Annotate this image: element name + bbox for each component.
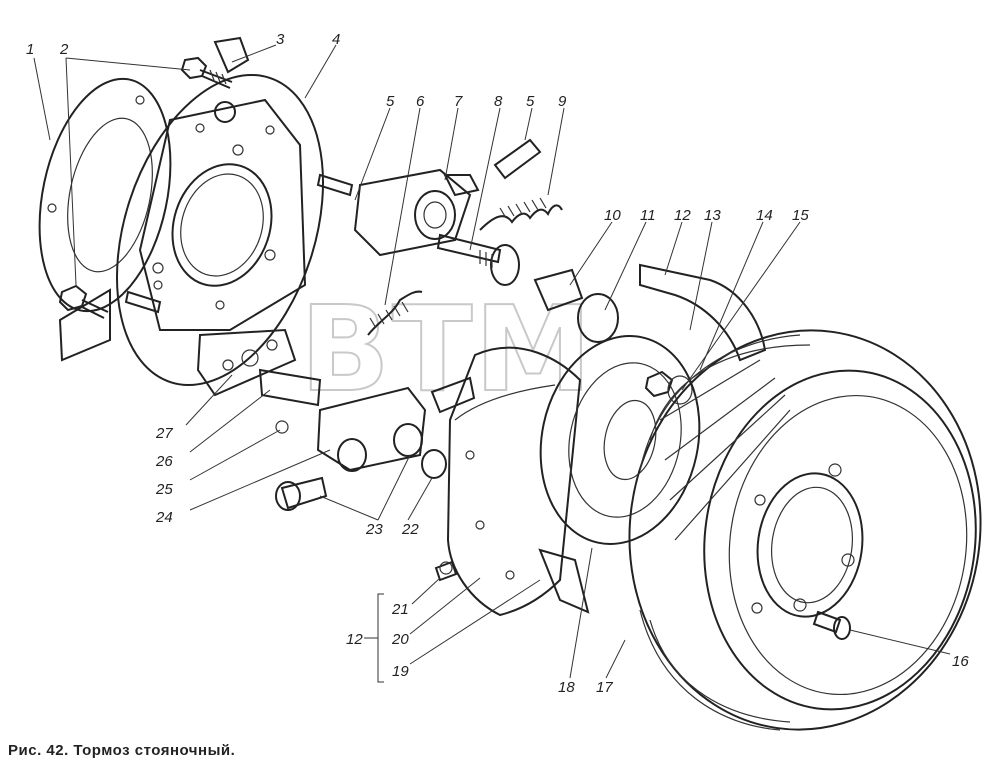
label-15: 15 [792,207,809,224]
label-23: 23 [365,521,383,538]
pin-part [124,173,354,314]
label-27: 27 [155,425,173,442]
part-13-upper-shoe [639,263,767,405]
part-5-key [493,138,542,180]
part-8-adjusting-screw [436,233,520,286]
part-22-23-pins [275,376,476,511]
label-14: 14 [756,207,773,224]
part-18-seal-ring [539,335,701,545]
label-19: 19 [392,663,409,680]
label-9: 9 [558,93,567,110]
label-5a: 5 [386,93,395,110]
label-25: 25 [155,481,173,498]
part-9-spring [479,197,563,231]
label-20: 20 [391,631,409,648]
label-3: 3 [276,31,285,48]
part-21-screw [434,560,458,582]
label-26: 26 [155,453,173,470]
label-4: 4 [332,31,340,48]
label-17: 17 [596,679,613,696]
label-22: 22 [401,521,419,538]
part-4-backing-plate [116,74,324,397]
label-2: 2 [59,41,69,58]
part-2-3-bolts [58,36,250,362]
part-7-lever-housing [353,168,480,257]
label-13: 13 [704,207,721,224]
label-11: 11 [640,207,656,224]
label-10: 10 [604,207,621,224]
part-24-lever [258,368,427,472]
label-18: 18 [558,679,575,696]
label-6: 6 [416,93,425,110]
label-7: 7 [454,93,463,110]
label-8: 8 [494,93,503,110]
part-16-screw [812,610,851,640]
part-1-gasket [38,77,172,313]
label-21: 21 [391,601,409,618]
label-12-group: 12 [346,631,363,648]
callout-labels: 1 2 3 4 5 6 7 8 5 9 10 11 12 13 14 15 16… [26,31,969,696]
leader-lines [33,44,951,683]
label-5b: 5 [526,93,535,110]
label-1: 1 [26,41,34,58]
part-12-brake-shoe [446,346,590,617]
label-24: 24 [155,509,173,526]
part-10-11-wedges [533,268,619,343]
label-12-top: 12 [674,207,691,224]
watermark-text: BTM [300,280,594,418]
figure-caption: Рис. 42. Тормоз стояночный. [8,742,236,759]
part-17-brake-drum [628,329,982,731]
label-16: 16 [952,653,969,670]
part-6-spring [367,290,423,336]
